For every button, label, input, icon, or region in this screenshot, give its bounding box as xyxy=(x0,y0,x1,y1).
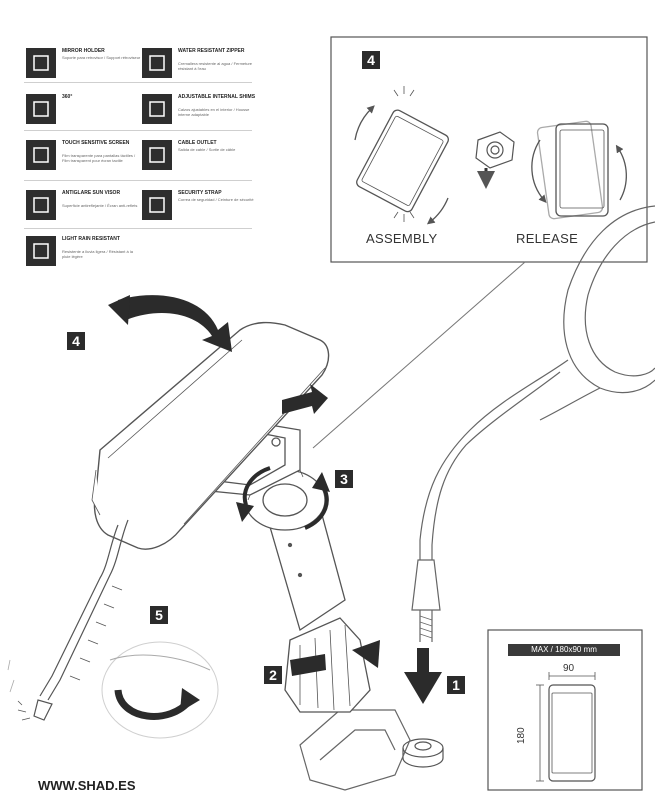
touch-screen-icon xyxy=(26,140,56,170)
washer-nut xyxy=(402,738,444,768)
step5-rotate-illustration xyxy=(101,641,219,739)
step-3-badge: 3 xyxy=(335,470,353,488)
rotate-360-icon xyxy=(26,94,56,124)
feature-subtitle: Film transparente para pantallas táctile… xyxy=(62,153,136,163)
rain-resistant-icon xyxy=(26,236,56,266)
feature-title: WATER RESISTANT ZIPPER xyxy=(178,48,245,54)
security-strap-icon xyxy=(142,190,172,220)
size-width-label: 90 xyxy=(563,663,575,674)
step-2-badge: 2 xyxy=(264,666,282,684)
adjuster-nut xyxy=(284,617,371,713)
shims-icon xyxy=(142,94,172,124)
feature-title: CABLE OUTLET xyxy=(178,140,217,146)
feature-title: LIGHT RAIN RESISTANT xyxy=(62,236,120,242)
sun-visor-icon xyxy=(26,190,56,220)
step1-down-arrow xyxy=(404,648,442,704)
website-url: WWW.SHAD.ES xyxy=(38,778,136,793)
feature-divider xyxy=(24,130,252,131)
clip-detail-illustration xyxy=(475,131,515,189)
feature-subtitle: Superficie antireflejante / Écran anti-r… xyxy=(62,203,138,208)
step2-tighten-arrows xyxy=(290,640,380,676)
mirror-holder-icon xyxy=(26,48,56,78)
zipper-icon xyxy=(142,48,172,78)
phone-case-illustration xyxy=(91,321,330,550)
size-max-label: MAX / 180x90 mm xyxy=(508,644,620,656)
release-phone-illustration xyxy=(531,120,627,220)
step-1-badge: 1 xyxy=(447,676,465,694)
size-phone-outline xyxy=(536,672,596,782)
feature-subtitle: Salida de cable / Sortie de câble xyxy=(178,147,236,152)
feature-subtitle: Resistente a lluvia ligera / Résistant à… xyxy=(62,249,133,259)
feature-title: ADJUSTABLE INTERNAL SHIMS xyxy=(178,94,256,100)
feature-subtitle: Soporte para retrovisor / Support rétrov… xyxy=(62,55,141,60)
feature-title: 360° xyxy=(62,94,73,100)
feature-divider xyxy=(24,82,252,83)
feature-title: TOUCH SENSITIVE SCREEN xyxy=(62,140,130,146)
feature-subtitle: Correa de seguridad / Ceinture de sécuri… xyxy=(178,197,254,202)
assembly-phone-illustration xyxy=(354,86,449,225)
mirror-bracket xyxy=(299,709,411,791)
cable-outlet-icon xyxy=(142,140,172,170)
security-strap xyxy=(7,519,129,721)
feature-divider xyxy=(24,228,252,229)
feature-subtitle: Cremallera resistente al agua / Fermetur… xyxy=(178,61,253,71)
step-4-badge: 4 xyxy=(67,332,85,350)
feature-title: SECURITY STRAP xyxy=(178,190,222,196)
feature-title: ANTIGLARE SUN VISOR xyxy=(62,190,121,196)
size-spec-box xyxy=(487,629,643,791)
mirror-illustration xyxy=(411,205,655,642)
panel-step-badge: 4 xyxy=(362,51,380,69)
assembly-label: ASSEMBLY xyxy=(366,231,438,246)
release-label: RELEASE xyxy=(516,231,579,246)
step4-rotate-arrow xyxy=(118,295,232,352)
step4-slide-arrows xyxy=(282,384,328,414)
feature-subtitle: Calzos ajustables en el interior / Houss… xyxy=(178,107,250,117)
feature-divider xyxy=(24,180,252,181)
step-5-badge: 5 xyxy=(150,606,168,624)
size-height-label: 180 xyxy=(516,727,527,744)
feature-title: MIRROR HOLDER xyxy=(62,48,105,54)
